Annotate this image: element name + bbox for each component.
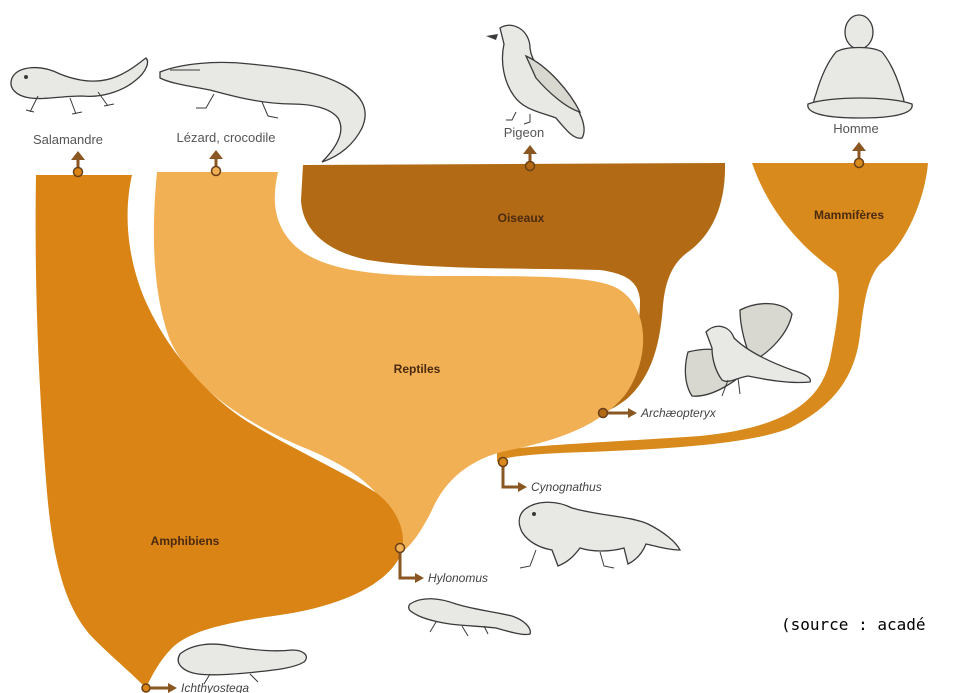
label-homme: Homme [833, 121, 879, 136]
label-pigeon: Pigeon [504, 125, 544, 140]
label-salamandre: Salamandre [33, 132, 103, 147]
label-hylonomus: Hylonomus [428, 571, 488, 585]
homme-illustration [808, 15, 912, 118]
label-cynognathus: Cynognathus [531, 480, 602, 494]
archaeopteryx-illustration [685, 304, 810, 397]
label-oiseaux: Oiseaux [498, 211, 545, 225]
arrow-homme [852, 142, 866, 168]
crocodile-illustration [160, 62, 365, 162]
salamander-illustration [11, 58, 148, 114]
label-archaeopteryx: Archæopteryx [640, 406, 717, 420]
label-ichthyostega: Ichthyostega [181, 681, 249, 693]
label-mammiferes: Mammifères [814, 208, 884, 222]
hylonomus-illustration [409, 599, 531, 636]
label-lezard-crocodile: Lézard, crocodile [177, 130, 276, 145]
marker-cynognathus [499, 458, 528, 493]
arrow-pigeon [523, 145, 537, 171]
cynognathus-illustration [519, 502, 680, 568]
marker-hylonomus [396, 544, 425, 584]
label-reptiles: Reptiles [394, 362, 441, 376]
marker-archaeopteryx [599, 408, 638, 418]
source-credit: (source : acadé [781, 615, 926, 634]
ichthyostega-illustration [178, 644, 306, 684]
arrow-salamandre [71, 151, 85, 177]
pigeon-illustration [486, 25, 584, 138]
marker-ichthyostega [142, 683, 177, 693]
label-amphibiens: Amphibiens [151, 534, 220, 548]
arrow-lezard [209, 150, 223, 176]
